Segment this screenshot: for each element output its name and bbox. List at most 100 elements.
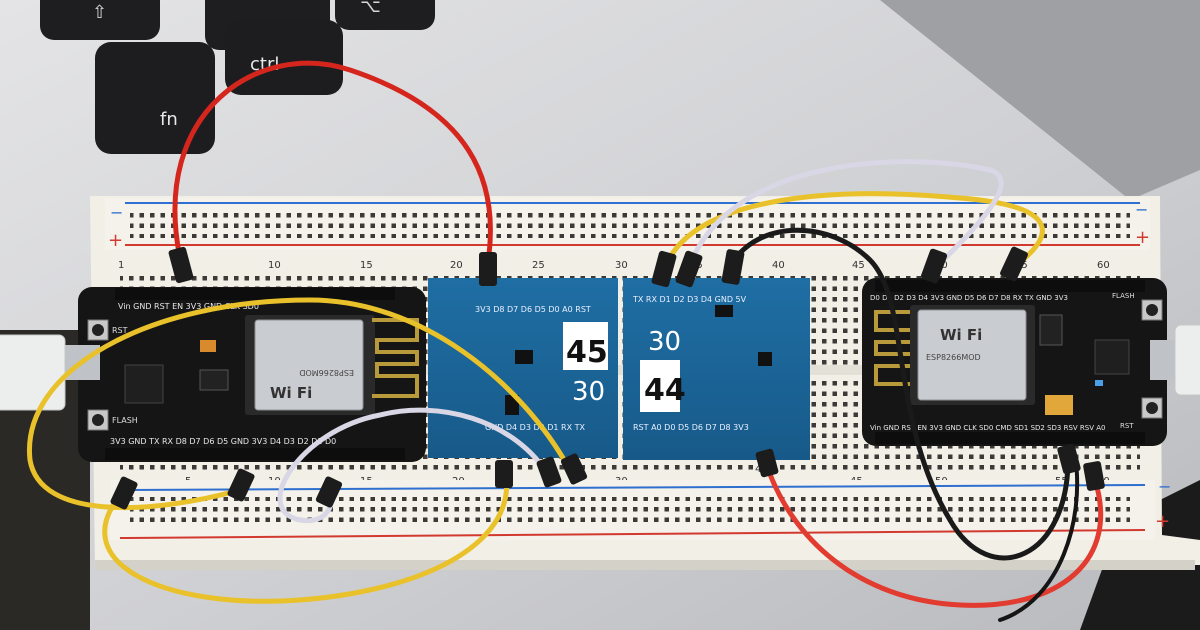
usb-uart-chip-right — [1094, 339, 1130, 375]
wire-yellow-loop-left — [27, 297, 573, 511]
wire-black-bottom-right — [998, 453, 1080, 622]
bottom-rail-red-line — [119, 529, 1146, 539]
usb-cable-left — [0, 334, 66, 411]
key-ctrl[interactable] — [225, 20, 343, 95]
connector — [227, 468, 255, 502]
wire-red-bottom-right — [762, 457, 1104, 608]
connector — [315, 476, 343, 508]
sensor-a-sticker-text: 45 — [566, 335, 608, 370]
connector — [651, 250, 677, 288]
led-blue-right — [1095, 380, 1103, 386]
row-number: 45 — [852, 260, 865, 271]
key-fn[interactable] — [95, 42, 215, 154]
sensor-b-chip — [758, 352, 772, 366]
usb-uart-chip-left — [124, 364, 164, 404]
sensor-b-chip-2 — [715, 305, 733, 317]
sensor-a-bottom-pins: GND D4 D3 D2 D1 RX TX — [485, 423, 586, 432]
rst-button-cap-left — [92, 324, 104, 336]
sensor-board-b: TX RX D1 D2 D3 D4 GND 5V RST A0 D0 D5 D6… — [623, 278, 810, 460]
sensor-b-side-label: 30 — [648, 327, 681, 357]
antenna-trace-left — [372, 318, 419, 398]
wire-white-mid — [277, 407, 548, 524]
antenna-trace-right — [874, 310, 918, 386]
connector — [110, 476, 138, 510]
key-fn-label: fn — [160, 109, 178, 130]
connector — [1083, 461, 1105, 491]
nodemcu-right-bottom-pins: Vin GND RST EN 3V3 GND CLK SD0 CMD SD1 S… — [870, 424, 1105, 432]
flash-button-cap-left — [92, 414, 104, 426]
bottom-rail-blue-line — [119, 484, 1146, 491]
wire-yellow-top-right — [662, 191, 1045, 271]
connector — [536, 456, 562, 488]
nodemcu-right-top-pins: D0 D1 D2 D3 D4 3V3 GND D5 D6 D7 D8 RX TX… — [870, 294, 1068, 302]
sensor-b-sticker-text: 44 — [644, 373, 686, 408]
row-number: 60 — [1097, 260, 1110, 271]
key-symbol-icon: ⌥ — [360, 0, 381, 17]
wire-connectors — [110, 246, 1105, 510]
bottom-rail-plus-right: + — [1155, 511, 1170, 532]
esp-wifi-label-left: Wi Fi — [270, 384, 312, 402]
regulator-right — [1039, 314, 1063, 346]
sensor-a-top-pins: 3V3 D8 D7 D6 D5 D0 A0 RST — [475, 305, 591, 314]
sensor-b-top-pins: TX RX D1 D2 D3 D4 GND 5V — [632, 295, 747, 304]
top-rail-minus-left: − — [110, 203, 123, 222]
connector — [479, 252, 497, 286]
top-rail-holes — [130, 210, 1130, 238]
cap-yellow-right — [1045, 395, 1073, 415]
bottom-rail-minus-right: − — [1158, 477, 1171, 496]
row-number: 15 — [360, 260, 373, 271]
connector — [920, 248, 948, 284]
breadboard-shadow — [95, 560, 1195, 570]
top-rail-plus-left: + — [108, 230, 123, 251]
esp-wifi-label-right: Wi Fi — [940, 326, 982, 344]
esp-model-right: ESP8266MOD — [926, 353, 981, 362]
esp-shield-left — [254, 319, 364, 411]
cap-orange-left — [200, 340, 216, 352]
sensor-b-bottom-pins: RST A0 D0 D5 D6 D7 D8 3V3 — [633, 423, 749, 432]
esp-shield-right — [917, 309, 1027, 401]
connector — [560, 453, 588, 485]
row-number: 1 — [118, 260, 124, 271]
regulator-left — [199, 369, 229, 391]
nodemcu-right-board: D0 D1 D2 D3 D4 3V3 GND D5 D6 D7 D8 RX TX… — [862, 278, 1200, 446]
top-rail-minus-right: − — [1135, 200, 1148, 219]
row-number: 30 — [615, 260, 628, 271]
sensor-a-side-label: 30 — [572, 377, 605, 407]
nodemcu-right-header-top — [875, 280, 1145, 292]
nodemcu-right-header-bottom — [875, 432, 1145, 444]
sensor-a-sticker — [563, 322, 608, 370]
key-top-right — [335, 0, 435, 30]
keyboard: fn ctrl ⇧ ⌥ — [40, 0, 435, 154]
key-top-left — [40, 0, 160, 40]
rst-label-left: RST — [112, 326, 128, 335]
row-number: 25 — [532, 260, 545, 271]
row-number: 20 — [450, 260, 463, 271]
sensor-a-chip — [515, 350, 533, 364]
connector — [755, 448, 779, 478]
sensor-board-a: 3V3 D8 D7 D6 D5 D0 A0 RST GND D4 D3 D2 D… — [428, 278, 618, 458]
connector — [1057, 443, 1081, 475]
connector — [495, 460, 513, 488]
sensor-b-sticker — [640, 360, 680, 412]
nodemcu-left-header-bottom — [105, 448, 405, 460]
rst-label-right: RST — [1120, 422, 1134, 430]
row-number: 40 — [772, 260, 785, 271]
connector — [675, 250, 703, 288]
usb-cable-right — [1174, 324, 1200, 396]
wire-black-right — [730, 227, 1071, 561]
nodemcu-left-bottom-pins: 3V3 GND TX RX D8 D7 D6 D5 GND 3V3 D4 D3 … — [110, 437, 336, 446]
nodemcu-left-header-top — [115, 288, 395, 300]
wire-yellow-lower — [102, 467, 510, 604]
wire-white-top-right — [687, 159, 1004, 271]
key-arrow-icon: ⇧ — [92, 2, 107, 23]
laptop-edge — [880, 0, 1200, 200]
flash-button-cap-right — [1146, 402, 1158, 414]
bottom-rail-holes — [130, 497, 1130, 527]
rst-button-cap-right — [1146, 304, 1158, 316]
connector — [168, 246, 194, 284]
esp-model-left: ESP8266MOD — [299, 368, 354, 377]
nodemcu-left-top-pins: Vin GND RST EN 3V3 GND CLK SD0 — [118, 302, 259, 311]
jumper-wires — [27, 60, 1104, 622]
connector — [721, 249, 745, 285]
